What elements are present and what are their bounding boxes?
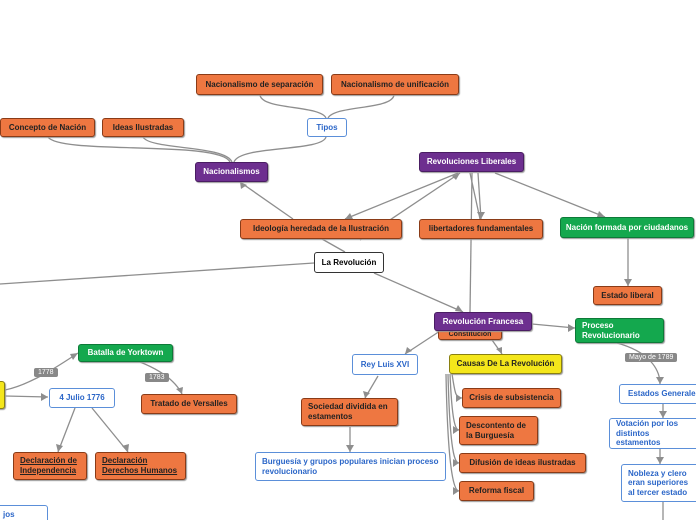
link-unificacion-tipos [327, 94, 395, 119]
node-tratado-versalles[interactable]: Tratado de Versalles [141, 394, 237, 414]
node-tipos[interactable]: Tipos [307, 118, 347, 137]
node-causas-revolucion[interactable]: Causas De La Revolución [449, 354, 562, 374]
arrow-to-reforma [453, 487, 459, 495]
node-declaracion-ddhh[interactable]: Declaración Derechos Humanos [95, 452, 186, 480]
arrow-to-ideologia [345, 213, 353, 219]
node-reforma-fiscal[interactable]: Reforma fiscal [459, 481, 534, 501]
link-concepto-nacionalismos [47, 136, 231, 163]
tag-1783: 1783 [145, 373, 169, 382]
arrow-to-yorktown [70, 353, 78, 360]
tag-mayo-1789: Mayo de 1789 [625, 353, 678, 362]
node-libertadores[interactable]: libertadores fundamentales [419, 219, 543, 239]
node-nacion-formada[interactable]: Nación formada por ciudadanos [560, 217, 694, 238]
node-estados-generales[interactable]: Estados Generales [619, 384, 696, 404]
node-difusion-ideas[interactable]: Difusión de ideas ilustradas [459, 453, 586, 473]
tag-1778: 1778 [34, 368, 58, 377]
arrow-to-julio [41, 393, 48, 401]
arrow-to-nobleza [656, 457, 664, 464]
link-revliberales-ideologia [344, 172, 459, 220]
link-revfrancesa-proceso [531, 323, 576, 329]
arrow-to-crisis [456, 394, 462, 402]
arrow-to-causas [496, 347, 502, 354]
link-revliberales-revfrancesa [469, 172, 473, 313]
arrow-to-votacion [659, 411, 667, 418]
link-revliberales-libertadores [477, 172, 482, 220]
link-ideologia-nacionalismos [239, 181, 294, 220]
node-nacionalismo-separacion[interactable]: Nacionalismo de separación [196, 74, 323, 95]
arrow-to-libertadores [477, 212, 485, 219]
arrow-to-declaracion [56, 444, 63, 452]
arrow-to-nacionformada [597, 211, 605, 217]
node-nobleza-clero[interactable]: Nobleza y clero eran superiores al terce… [621, 464, 696, 502]
link-ideas-nacionalismos [142, 136, 233, 163]
arrow-to-revliberales [452, 173, 460, 180]
node-rey-luis-xvi[interactable]: Rey Luis XVI [352, 354, 418, 375]
node-nacionalismos[interactable]: Nacionalismos [195, 162, 268, 182]
link-causas-descontento [449, 373, 460, 431]
arrow-to-tratado [176, 387, 183, 394]
node-cut-bottom-left[interactable]: jos [0, 505, 48, 520]
node-proceso-revolucionario[interactable]: Proceso Revolucionario [575, 318, 664, 343]
node-crisis-subsistencia[interactable]: Crisis de subsistencia [462, 388, 561, 408]
node-burguesia-grupos[interactable]: Burguesía y grupos populares inician pro… [255, 452, 446, 481]
arrow-to-revfrancesa [455, 305, 463, 312]
link-julio-ddhh [91, 407, 129, 453]
arrow-to-estadoliberal [624, 279, 632, 286]
link-tipos-nacionalismos [233, 136, 327, 163]
link-proceso-estados [616, 342, 661, 385]
arrow-to-rey [405, 347, 412, 354]
arrow-to-burguesia [346, 445, 354, 452]
node-sociedad-dividida[interactable]: Sociedad dividida en estamentos [301, 398, 398, 426]
arrow-to-difusion [453, 459, 459, 467]
link-revolucion-left [0, 262, 315, 285]
link-causas-crisis [451, 373, 463, 399]
arrow-to-descontento [453, 426, 459, 434]
link-separacion-tipos [259, 94, 327, 119]
node-la-revolucion[interactable]: La Revolución [314, 252, 384, 273]
link-revolucion-revfrancesa [373, 272, 464, 313]
arrow-to-sociedad [363, 391, 370, 398]
arrow-to-estados [656, 377, 664, 384]
node-votacion-estamentos[interactable]: Votación por los distintos estamentos [609, 418, 696, 449]
node-descontento-burguesia[interactable]: Descontento de la Burguesía [459, 416, 538, 445]
link-revolucion-ideologia [321, 238, 346, 253]
link-revliberales-nacionformada [494, 172, 606, 218]
node-revolucion-francesa[interactable]: Revolución Francesa [434, 312, 532, 331]
node-ideologia-heredada[interactable]: Ideología heredada de la Ilustración [240, 219, 402, 239]
link-julio-declaracion [57, 407, 76, 453]
node-4-julio-1776[interactable]: 4 Julio 1776 [49, 388, 115, 408]
node-concepto-nacion[interactable]: Concepto de Nación [0, 118, 95, 137]
node-nacionalismo-unificacion[interactable]: Nacionalismo de unificación [331, 74, 459, 95]
node-yellow-cut-left[interactable] [0, 381, 5, 409]
node-declaracion-independencia[interactable]: Declaración de Independencia [13, 452, 87, 480]
node-batalla-yorktown[interactable]: Batalla de Yorktown [78, 344, 173, 362]
node-ideas-ilustradas[interactable]: Ideas Ilustradas [102, 118, 184, 137]
node-revoluciones-liberales[interactable]: Revoluciones Liberales [419, 152, 524, 172]
node-estado-liberal[interactable]: Estado liberal [593, 286, 662, 305]
link-left-julio [4, 395, 49, 398]
arrow-to-ddhh [122, 444, 129, 452]
arrow-to-nacionalismos [240, 182, 247, 189]
arrow-to-proceso [568, 324, 575, 332]
